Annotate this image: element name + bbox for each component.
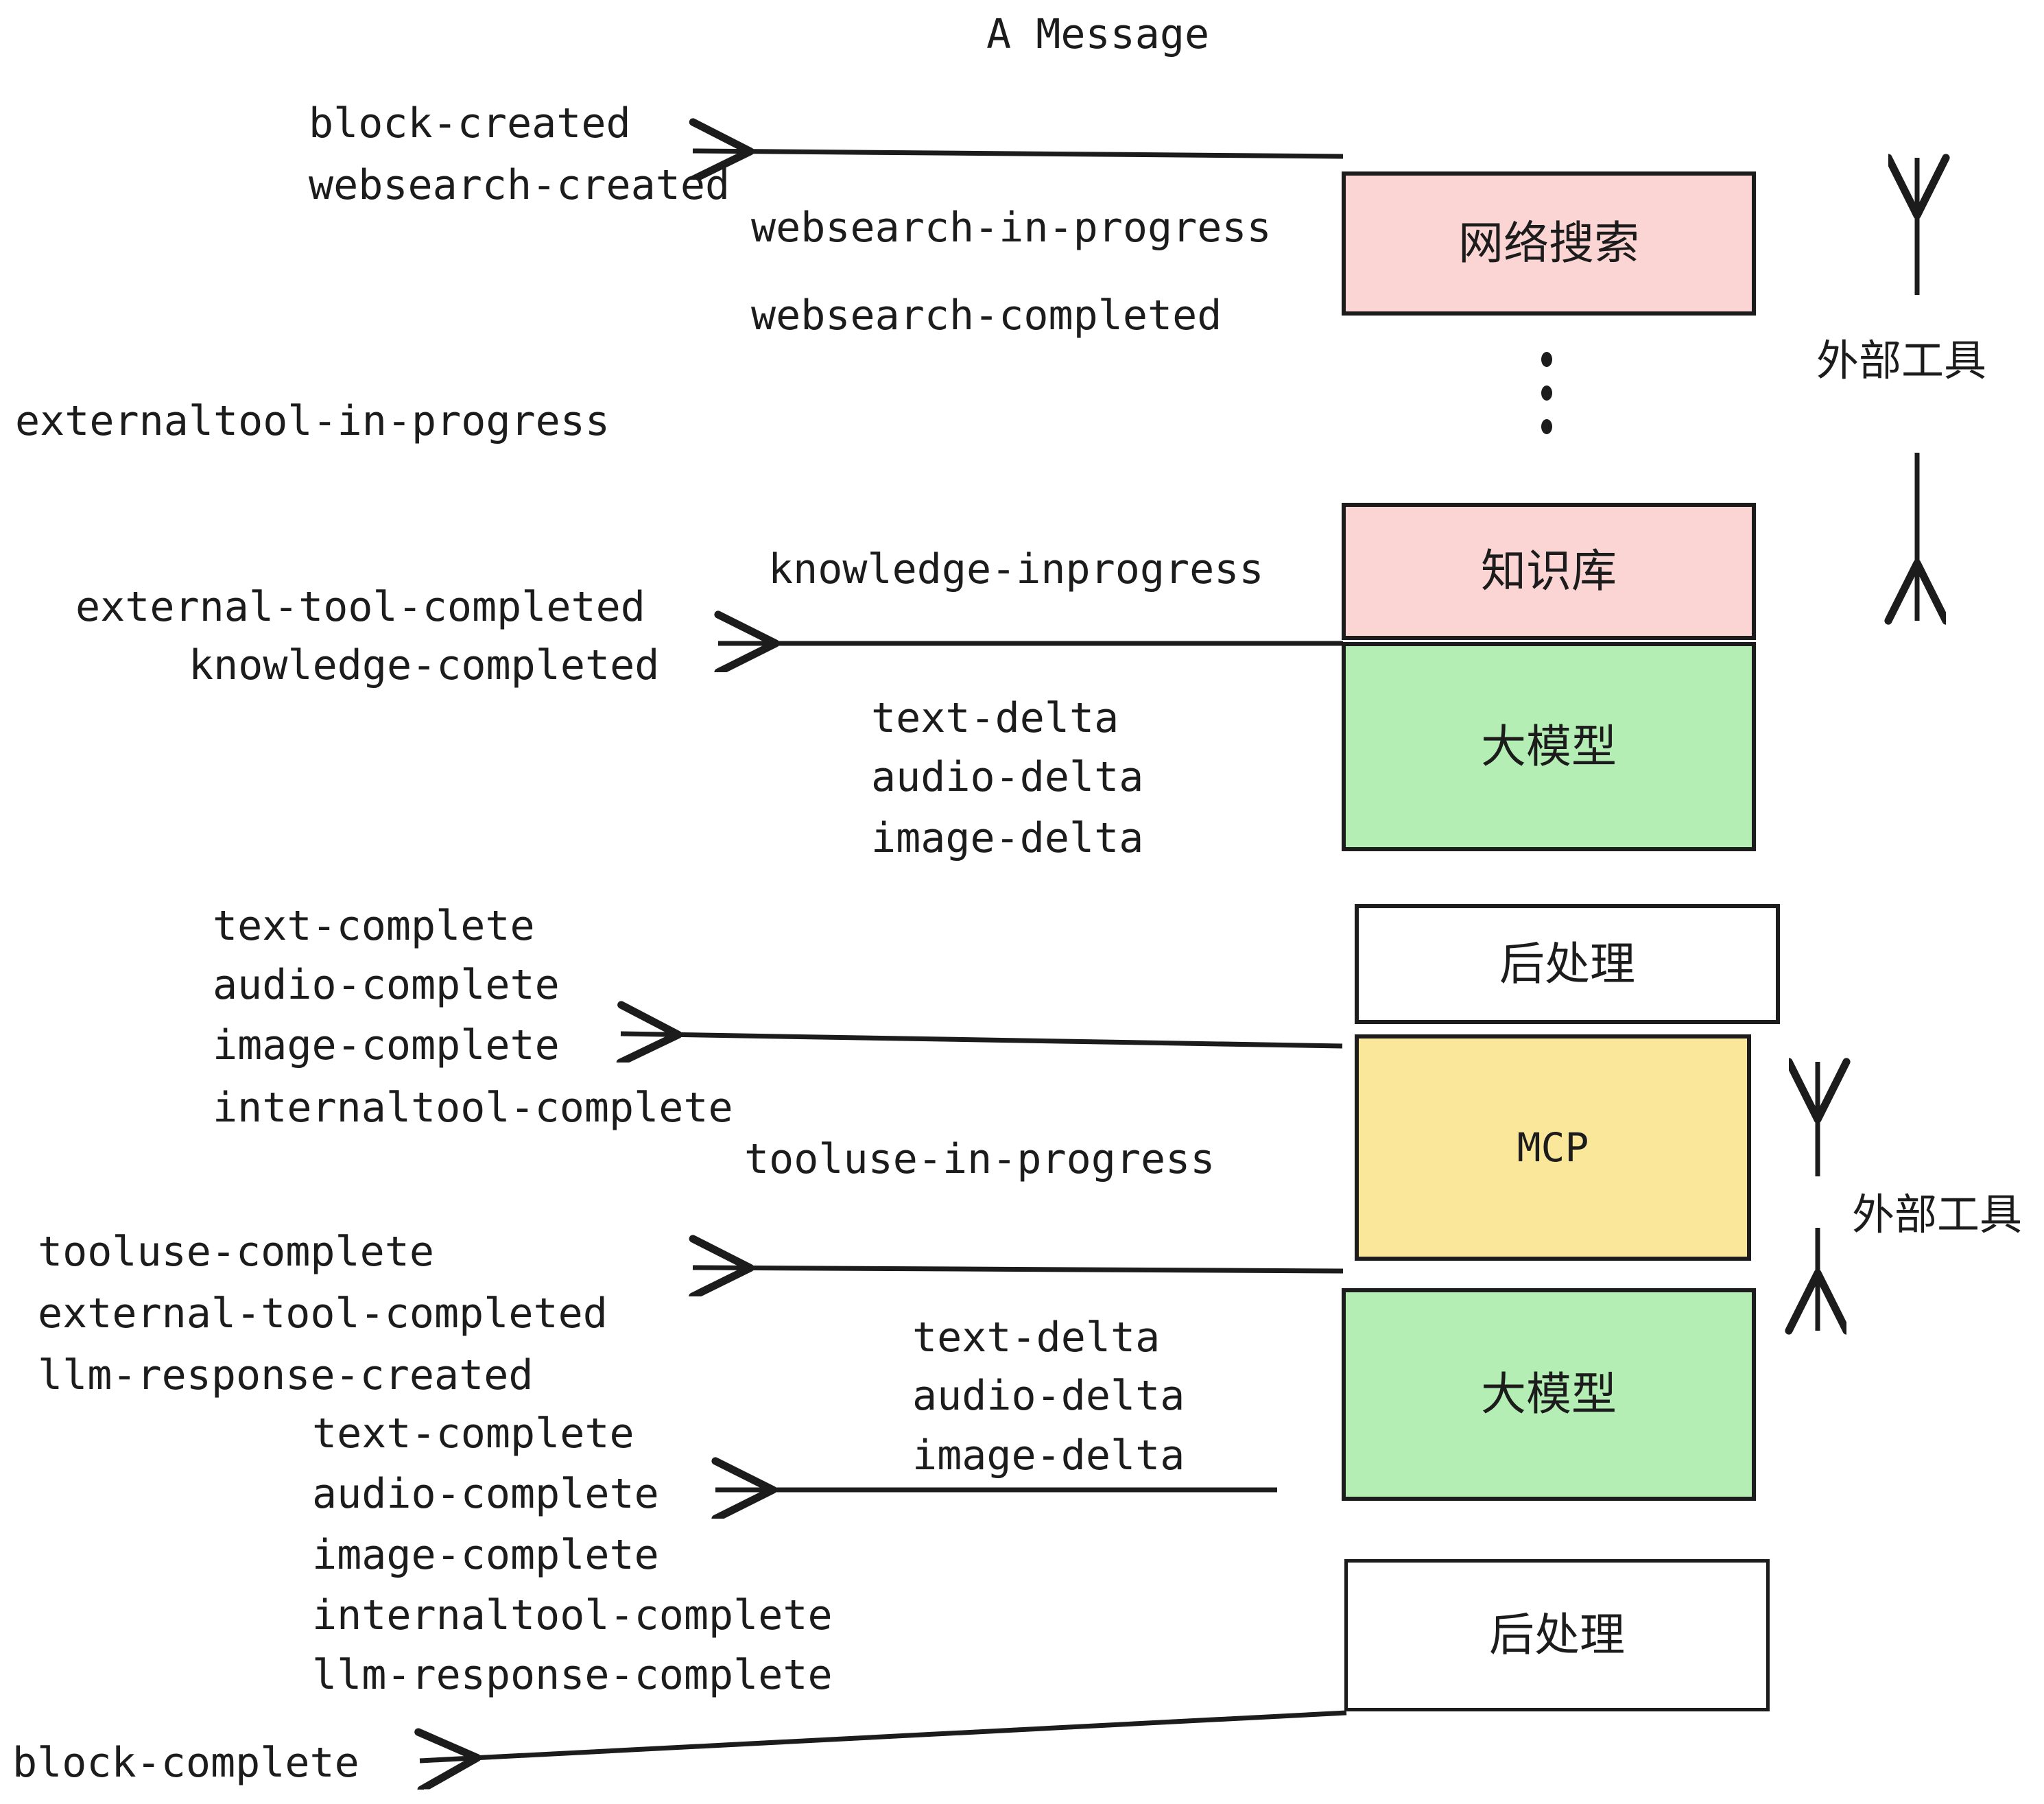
node-postprocess-1-label: 后处理 xyxy=(1499,937,1635,990)
event-websearch-created: websearch-created xyxy=(309,161,730,209)
event-text-delta-1: text-delta xyxy=(871,694,1119,742)
external-tools-label-bottom: 外部工具 xyxy=(1852,1189,2023,1239)
event-block-created: block-created xyxy=(309,99,631,147)
event-audio-delta-1: audio-delta xyxy=(871,753,1144,801)
dot-1 xyxy=(1541,352,1552,367)
event-externaltool-in-progress: externaltool-in-progress xyxy=(15,397,610,445)
node-websearch[interactable]: 网络搜索 xyxy=(1342,171,1756,316)
node-knowledge[interactable]: 知识库 xyxy=(1342,503,1756,640)
arrow-postprocess2-to-block-complete xyxy=(420,1710,1347,1761)
node-postprocess-1[interactable]: 后处理 xyxy=(1355,904,1780,1024)
dot-3 xyxy=(1541,419,1552,434)
node-llm-2-label: 大模型 xyxy=(1481,1368,1617,1421)
event-block-complete: block-complete xyxy=(12,1739,359,1787)
arrow-websearch-to-block-created xyxy=(693,151,1344,156)
node-llm-1-label: 大模型 xyxy=(1481,720,1617,773)
event-llm-response-created: llm-response-created xyxy=(38,1351,534,1399)
node-knowledge-label: 知识库 xyxy=(1481,545,1617,597)
event-image-complete-1: image-complete xyxy=(213,1021,560,1069)
node-llm-2[interactable]: 大模型 xyxy=(1342,1288,1756,1501)
arrow-mcp-to-tooluse-complete xyxy=(693,1268,1344,1271)
event-tooluse-complete: tooluse-complete xyxy=(38,1228,434,1276)
page-title: A Message xyxy=(986,10,1210,58)
node-mcp[interactable]: MCP xyxy=(1355,1034,1751,1261)
event-knowledge-completed: knowledge-completed xyxy=(189,641,660,689)
event-internaltool-complete-1: internaltool-complete xyxy=(213,1084,733,1132)
event-audio-complete-2: audio-complete xyxy=(312,1470,659,1518)
event-external-tool-completed-2: external-tool-completed xyxy=(38,1290,608,1338)
event-audio-complete-1: audio-complete xyxy=(213,961,560,1009)
event-websearch-completed: websearch-completed xyxy=(751,292,1222,340)
dot-2 xyxy=(1541,385,1552,401)
event-external-tool-completed-1: external-tool-completed xyxy=(75,583,645,631)
node-postprocess-2[interactable]: 后处理 xyxy=(1344,1559,1770,1711)
node-postprocess-2-label: 后处理 xyxy=(1489,1609,1625,1661)
event-text-delta-2: text-delta xyxy=(912,1314,1161,1362)
event-text-complete-2: text-complete xyxy=(312,1410,634,1458)
node-websearch-label: 网络搜索 xyxy=(1458,217,1639,270)
event-image-complete-2: image-complete xyxy=(312,1531,659,1579)
ellipsis-dots xyxy=(1540,352,1554,434)
event-knowledge-inprogress: knowledge-inprogress xyxy=(768,545,1264,593)
arrow-postprocess1-to-image-complete xyxy=(621,1034,1343,1046)
event-llm-response-complete: llm-response-complete xyxy=(312,1651,833,1699)
event-audio-delta-2: audio-delta xyxy=(912,1372,1185,1420)
event-tooluse-in-progress: tooluse-in-progress xyxy=(744,1135,1215,1183)
event-image-delta-2: image-delta xyxy=(912,1432,1185,1480)
node-mcp-label: MCP xyxy=(1517,1124,1589,1171)
event-image-delta-1: image-delta xyxy=(871,814,1144,862)
event-internaltool-complete-2: internaltool-complete xyxy=(312,1591,833,1639)
event-text-complete-1: text-complete xyxy=(213,902,535,950)
external-tools-label-top: 外部工具 xyxy=(1816,335,1987,385)
event-websearch-in-progress: websearch-in-progress xyxy=(751,204,1272,252)
node-llm-1[interactable]: 大模型 xyxy=(1342,642,1756,851)
